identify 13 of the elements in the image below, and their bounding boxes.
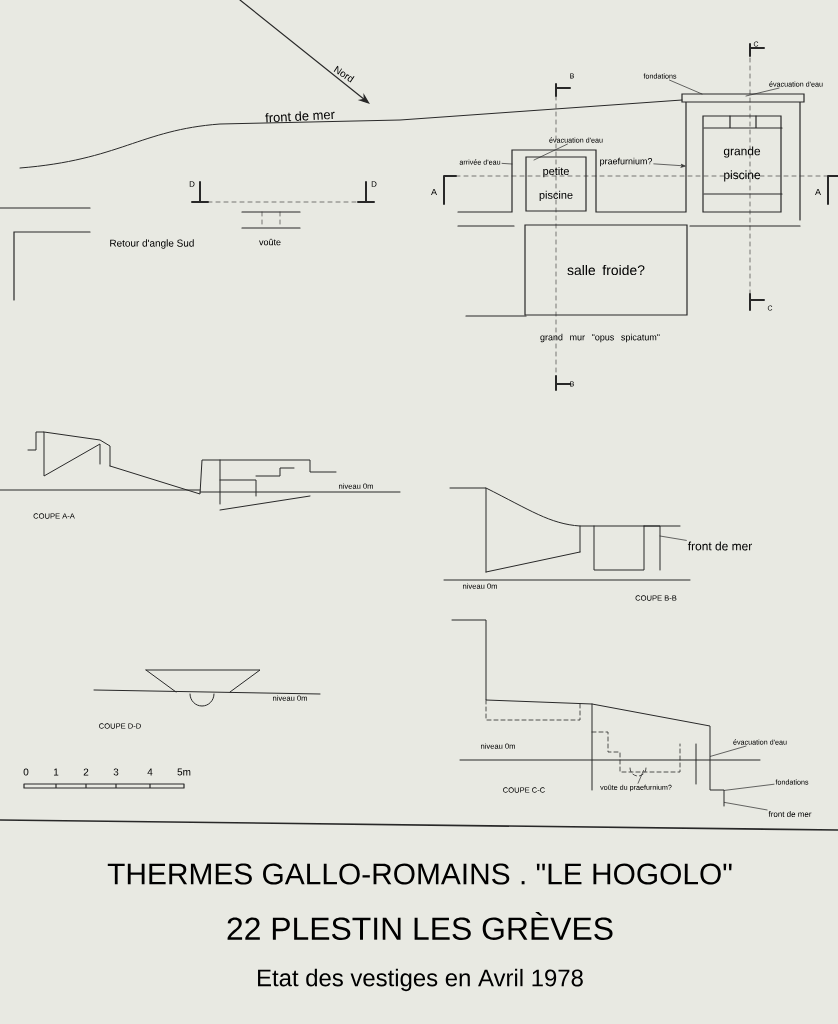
leader-line xyxy=(724,802,768,811)
leader-line xyxy=(745,87,780,97)
leader-line xyxy=(637,770,644,784)
leader-line xyxy=(533,143,568,161)
leader-line xyxy=(724,783,775,791)
leader-line xyxy=(669,79,703,95)
subtitle: Etat des vestiges en Avril 1978 xyxy=(258,968,583,992)
leader-line xyxy=(659,535,687,541)
title: THERMES GALLO-ROMAINS . "LE HOGOLO" xyxy=(107,863,732,885)
leader-line xyxy=(653,163,686,168)
leader-line xyxy=(501,163,513,165)
leader-line xyxy=(710,745,747,757)
subtitle: 22 PLESTIN LES GRÈVES xyxy=(227,912,613,940)
